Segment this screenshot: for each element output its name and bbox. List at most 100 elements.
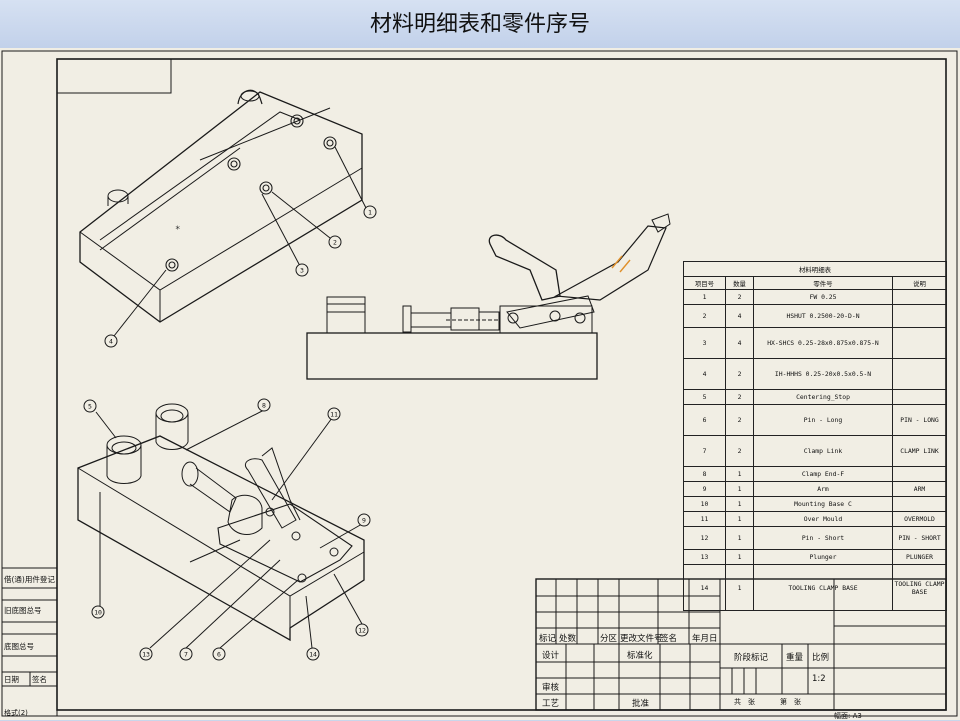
balloon-circle xyxy=(306,647,320,661)
bom-cell-qty: 1 xyxy=(725,526,754,550)
balloon-label: 14 xyxy=(309,651,317,659)
bom-cell-item: 2 xyxy=(683,304,726,328)
item-balloon: 10 xyxy=(91,605,105,619)
balloon-label: 8 xyxy=(262,402,266,410)
side-field-5: 签名 xyxy=(32,675,47,684)
item-balloon: 7 xyxy=(179,647,193,661)
tb-sheet-no: 第 张 xyxy=(780,698,801,706)
bottom-iso-view xyxy=(77,403,365,649)
balloon-circle xyxy=(91,605,105,619)
slide-title: 材料明细表和零件序号 xyxy=(0,0,960,48)
bom-cell-item: 12 xyxy=(683,526,726,550)
tb-zone: 分区 xyxy=(600,634,618,644)
side-field-1: 借(通)用件登记 xyxy=(4,575,55,584)
bom-cell-part: HSHUT 0.2500-20-D-N xyxy=(753,304,893,328)
bom-header-part: 零件号 xyxy=(753,276,893,290)
bom-cell-desc: PLUNGER xyxy=(891,549,948,565)
bom-cell-item: 6 xyxy=(683,404,726,436)
bom-cell-qty: 2 xyxy=(725,404,754,436)
bom-cell-qty: 1 xyxy=(725,481,754,497)
bom-cell-desc xyxy=(891,389,948,405)
bom-cell-item: 14 xyxy=(683,564,726,611)
bom-cell-qty: 1 xyxy=(725,549,754,565)
bom-cell-qty: 1 xyxy=(725,466,754,482)
bom-cell-part: Clamp Link xyxy=(753,435,893,467)
bom-cell-item: 13 xyxy=(683,549,726,565)
tb-process: 工艺 xyxy=(542,699,560,709)
bom-header-item: 项目号 xyxy=(683,276,726,290)
item-balloon: 14 xyxy=(306,647,320,661)
item-balloon: 2 xyxy=(328,235,342,249)
bom-cell-desc: OVERMOLD xyxy=(891,511,948,527)
tb-scale-value: 1:2 xyxy=(812,674,826,684)
tb-signature: 签名 xyxy=(660,634,678,644)
side-field-4: 日期 xyxy=(4,675,19,684)
item-balloon: 4 xyxy=(104,334,118,348)
balloon-circle xyxy=(328,235,342,249)
item-balloon: 6 xyxy=(212,647,226,661)
bom-cell-part: Over Mould xyxy=(753,511,893,527)
bom-cell-item: 3 xyxy=(683,327,726,359)
bom-cell-desc xyxy=(891,327,948,359)
balloon-circle xyxy=(139,647,153,661)
item-balloon: 1 xyxy=(363,205,377,219)
bom-cell-item: 5 xyxy=(683,389,726,405)
bom-cell-qty: 4 xyxy=(725,304,754,328)
tb-standardize: 标准化 xyxy=(627,651,653,661)
tb-docno: 更改文件号 xyxy=(620,634,663,644)
bom-cell-item: 8 xyxy=(683,466,726,482)
item-balloon: 5 xyxy=(83,399,97,413)
bom-cell-desc xyxy=(891,358,948,390)
bom-cell-qty: 4 xyxy=(725,327,754,359)
bom-cell-desc xyxy=(891,304,948,328)
item-balloon: 8 xyxy=(257,398,271,412)
tb-scale-label: 比例 xyxy=(812,653,830,663)
side-field-3: 底图总号 xyxy=(4,642,34,651)
balloon-circle xyxy=(327,407,341,421)
bom-cell-qty: 1 xyxy=(725,564,754,611)
bom-cell-qty: 1 xyxy=(725,511,754,527)
bom-cell-part: IH-HHHS 0.25-20x0.5x0.5-N xyxy=(753,358,893,390)
item-balloon: 13 xyxy=(139,647,153,661)
drawing-canvas: * xyxy=(1,50,958,717)
tb-format-right: 幅面: A3 xyxy=(834,712,862,720)
side-field-2: 旧底图总号 xyxy=(4,606,42,615)
bom-header-desc: 说明 xyxy=(891,276,948,290)
code-box xyxy=(56,58,172,94)
bom-cell-part: FW 0.25 xyxy=(753,289,893,305)
item-balloon: 12 xyxy=(355,623,369,637)
balloon-circle xyxy=(179,647,193,661)
bom-cell-desc: TOOLING CLAMP BASE xyxy=(891,564,948,611)
item-balloon: 11 xyxy=(327,407,341,421)
balloon-circle xyxy=(83,399,97,413)
bom-cell-part: Pin - Long xyxy=(753,404,893,436)
top-iso-view: * xyxy=(79,89,367,337)
bom-header-row: 项目号 数量 零件号 说明 xyxy=(683,276,948,290)
balloon-circle xyxy=(257,398,271,412)
tb-mark: 标记 xyxy=(539,634,557,644)
front-view xyxy=(306,213,671,380)
bom-cell-item: 7 xyxy=(683,435,726,467)
tb-review: 审核 xyxy=(542,683,560,693)
drawing-sheet: * xyxy=(0,48,960,720)
bom-cell-part: Centering_Stop xyxy=(753,389,893,405)
balloon-label: 2 xyxy=(333,239,337,247)
bom-cell-item: 11 xyxy=(683,511,726,527)
bom-cell-item: 10 xyxy=(683,496,726,512)
balloon-label: 12 xyxy=(358,627,366,635)
tb-weight: 重量 xyxy=(786,653,804,663)
bom-cell-desc xyxy=(891,496,948,512)
format-left: 格式(2) xyxy=(4,709,28,717)
arm-highlight xyxy=(611,255,631,273)
balloon-label: 13 xyxy=(142,651,150,659)
